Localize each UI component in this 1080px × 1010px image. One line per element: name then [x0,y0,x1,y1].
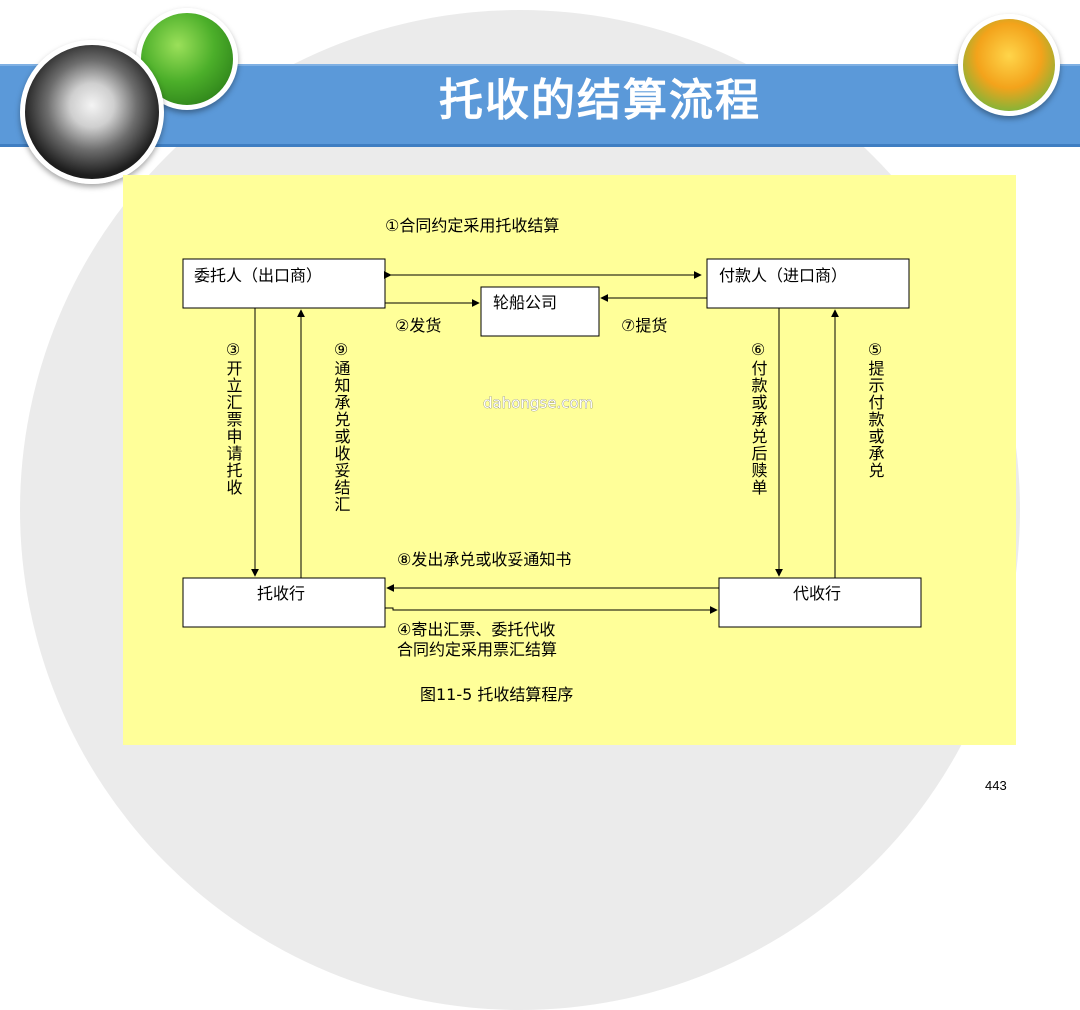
figure-caption: 图11-5 托收结算程序 [420,685,573,704]
step-2-label: ②发货 [395,316,441,335]
consignor-label: 委托人（出口商） [194,266,322,285]
payer-label: 付款人（进口商） [719,266,847,285]
step-3-label: ③开立汇票申请托收 [224,340,243,496]
step-5-label: ⑤提示付款或承兑 [866,340,885,479]
step-7-label: ⑦提货 [621,316,667,335]
step-8-label: ⑧发出承兑或收妥通知书 [397,550,571,569]
tulip-photo [958,14,1060,116]
collecting-bank-label: 代收行 [793,584,841,603]
collection-flow-diagram: 委托人（出口商） 付款人（进口商） 轮船公司 托收行 代收行 ①合同约定采用托收… [182,216,922,704]
collecting-bank-box [718,577,922,628]
page-title: 托收的结算流程 [439,75,761,126]
shipping-label: 轮船公司 [493,293,557,312]
page-number: 443 [985,778,1007,793]
payer-box [706,258,910,309]
step-9-label: ⑨通知承兑或收妥结汇 [332,340,351,513]
remitting-bank-label: 托收行 [257,584,305,603]
step-6-label: ⑥付款或承兑后赎单 [749,340,768,496]
arrow-send-draft [385,606,718,614]
step-4-label-line1: ④寄出汇票、委托代收 [397,620,555,639]
step-1-label: ①合同约定采用托收结算 [385,216,559,235]
step-4-label-line2: 合同约定采用票汇结算 [397,640,557,659]
dandelion-photo [20,40,164,184]
remitting-bank-box [182,577,386,628]
shipping-box [480,286,600,337]
leaf-photo [136,8,238,110]
watermark: dahongse.com [483,394,593,412]
consignor-box [182,258,386,309]
